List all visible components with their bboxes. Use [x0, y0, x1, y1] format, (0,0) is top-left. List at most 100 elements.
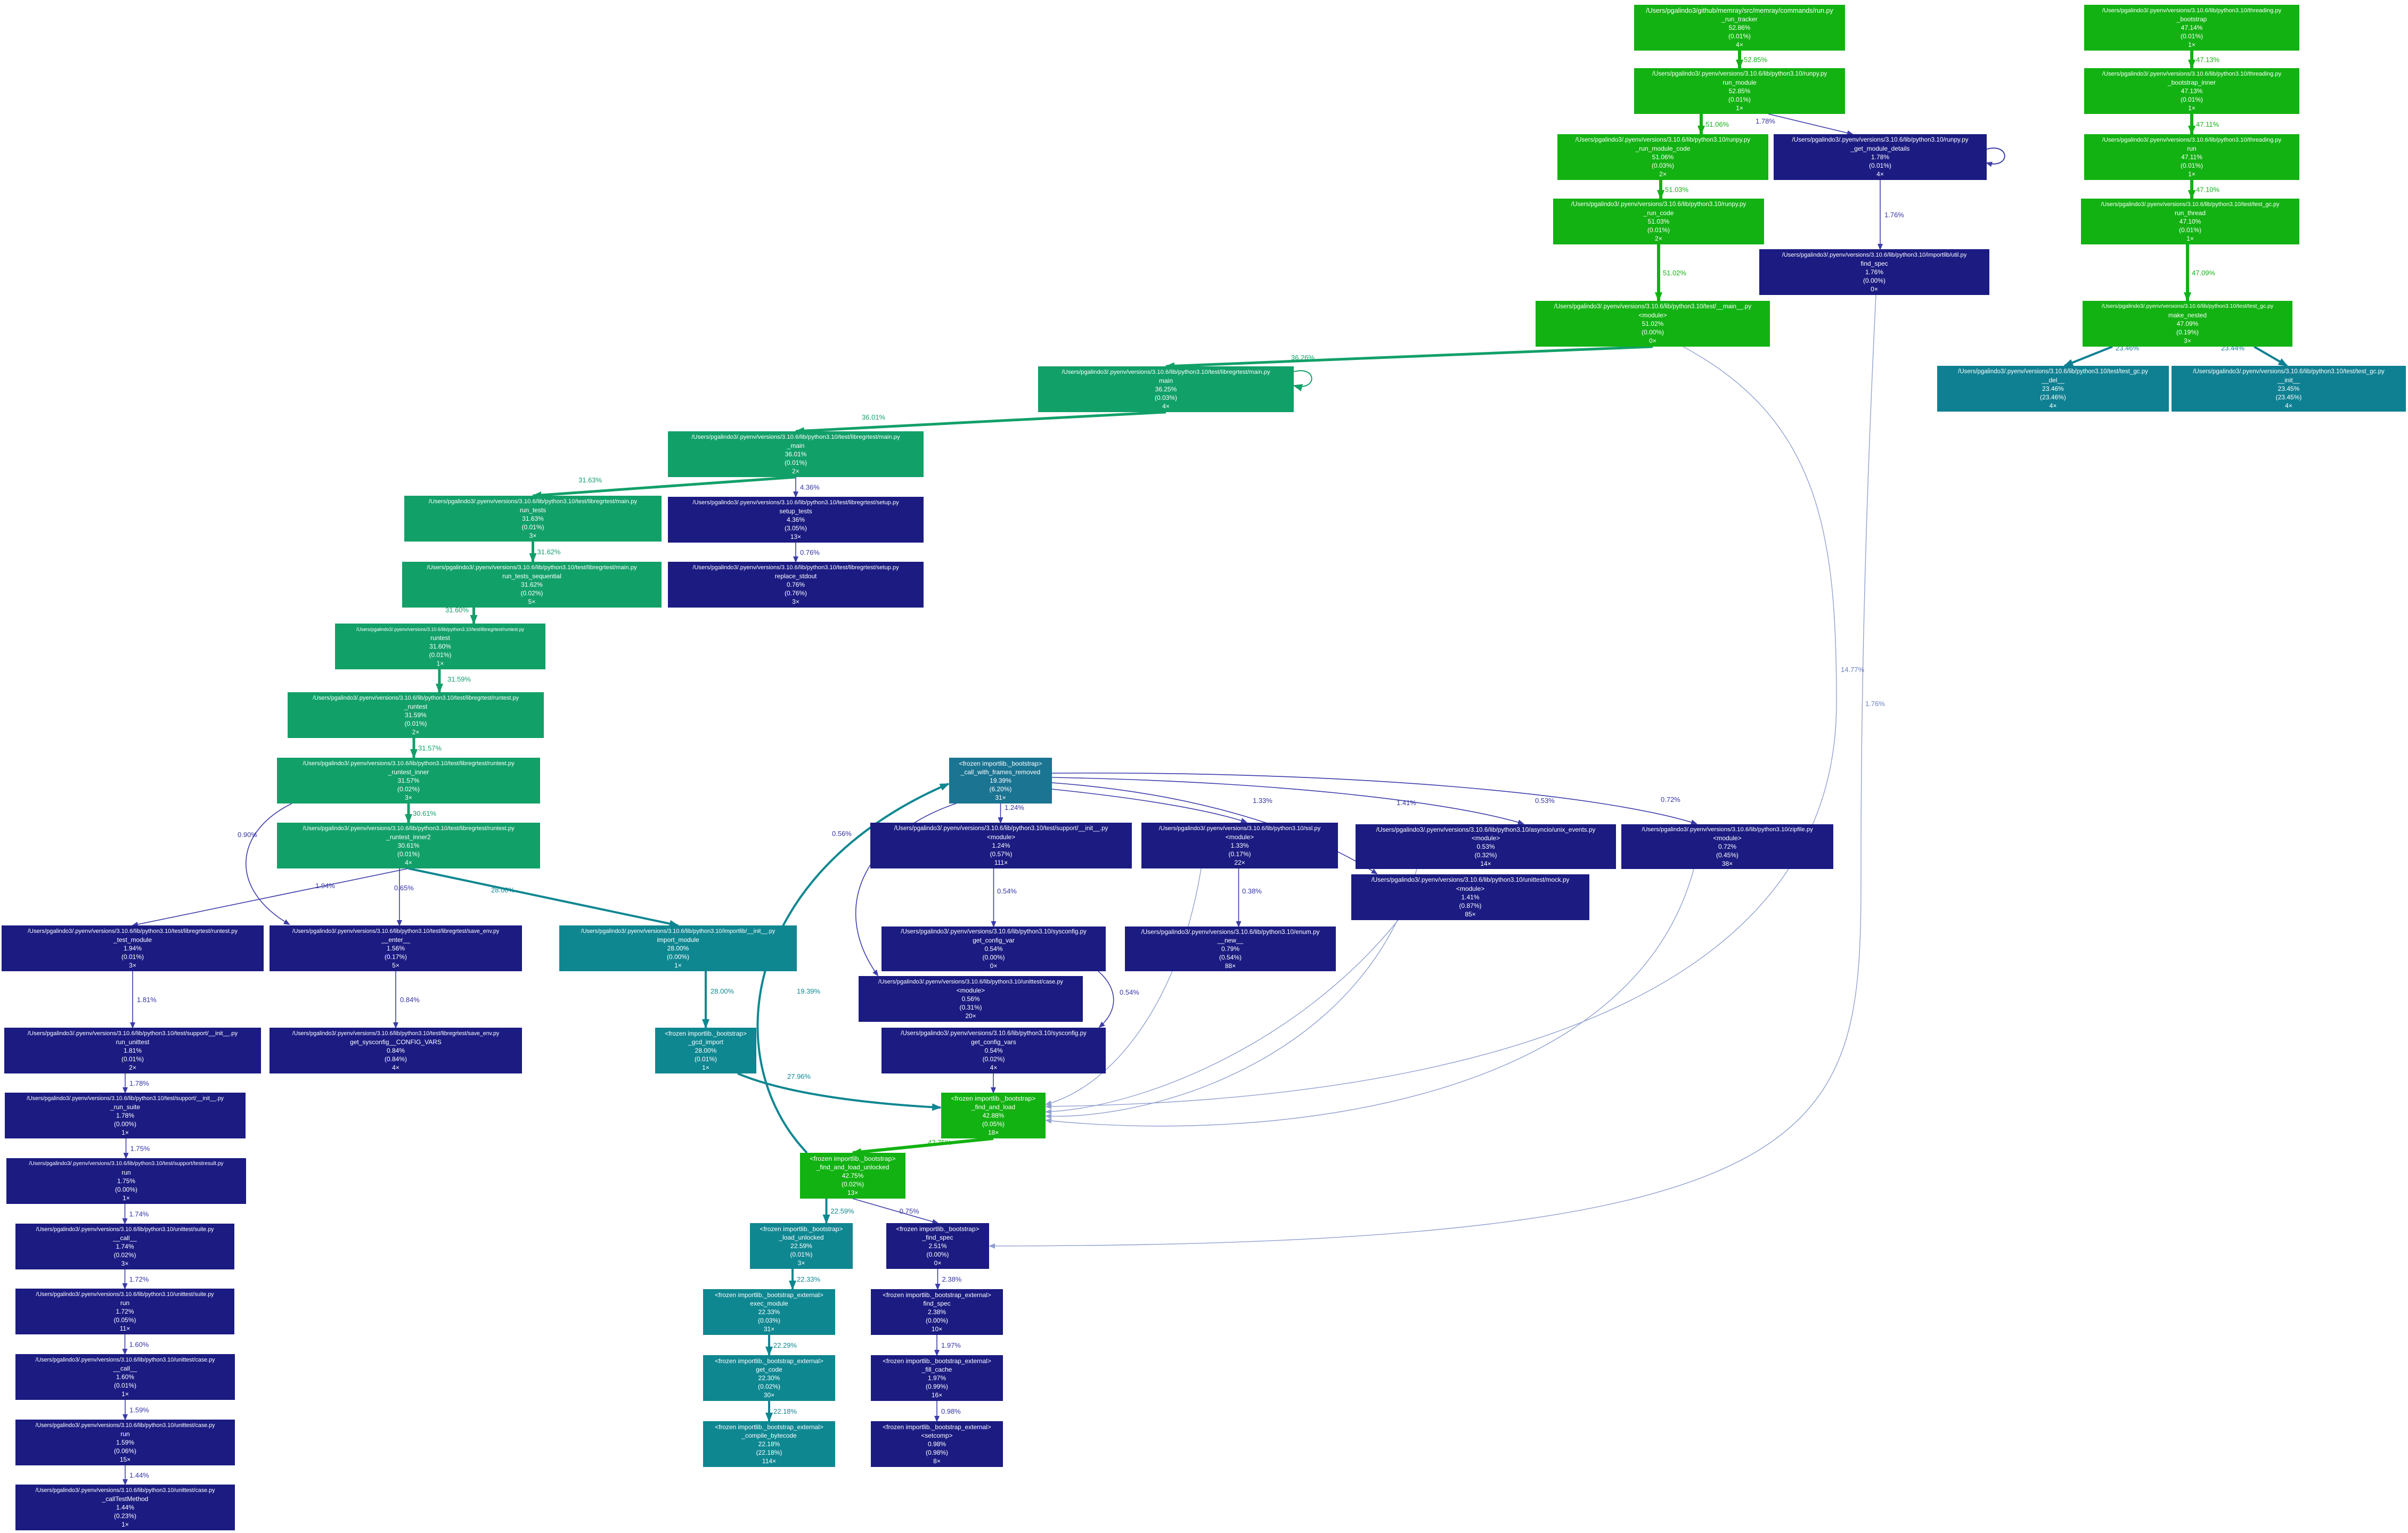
node-calls: 88×	[1225, 962, 1236, 970]
node-total: 19.39%	[990, 777, 1011, 784]
graph-node-run[interactable]: /Users/pgalindo3/.pyenv/versions/3.10.6/…	[15, 1289, 234, 1334]
node-calls: 14×	[1480, 860, 1491, 867]
graph-node-fill-cache[interactable]: <frozen importlib._bootstrap_external>_f…	[871, 1355, 1003, 1401]
node-self: (0.00%)	[1641, 329, 1664, 336]
graph-node-run-code[interactable]: /Users/pgalindo3/.pyenv/versions/3.10.6/…	[1553, 199, 1764, 244]
graph-node-get-config-vars[interactable]: /Users/pgalindo3/.pyenv/versions/3.10.6/…	[881, 1028, 1106, 1073]
node-total: 52.85%	[1728, 87, 1751, 95]
graph-node-get-sysconfig-config-vars[interactable]: /Users/pgalindo3/.pyenv/versions/3.10.6/…	[270, 1028, 522, 1073]
graph-node-gcd-import[interactable]: <frozen importlib._bootstrap>_gcd_import…	[655, 1028, 756, 1073]
node-func: _bootstrap	[2176, 15, 2207, 23]
node-self: (0.87%)	[1459, 902, 1482, 909]
graph-node-bootstrap[interactable]: /Users/pgalindo3/.pyenv/versions/3.10.6/…	[2084, 5, 2299, 51]
node-self: (0.01%)	[694, 1055, 717, 1063]
node-calls: 3×	[529, 532, 537, 539]
graph-node-runtest[interactable]: /Users/pgalindo3/.pyenv/versions/3.10.6/…	[335, 624, 545, 669]
node-calls: 111×	[994, 859, 1008, 866]
graph-node-runtest-inner2[interactable]: /Users/pgalindo3/.pyenv/versions/3.10.6/…	[277, 823, 540, 868]
graph-node-load-unlocked[interactable]: <frozen importlib._bootstrap>_load_unloc…	[750, 1223, 853, 1269]
graph-node-module[interactable]: /Users/pgalindo3/.pyenv/versions/3.10.6/…	[1536, 301, 1770, 347]
graph-node-new[interactable]: /Users/pgalindo3/.pyenv/versions/3.10.6/…	[1125, 927, 1336, 971]
node-func: <module>	[1471, 834, 1500, 842]
node-path: /Users/pgalindo3/.pyenv/versions/3.10.6/…	[901, 1030, 1087, 1037]
node-func: _get_module_details	[1850, 145, 1910, 152]
graph-node-module[interactable]: /Users/pgalindo3/.pyenv/versions/3.10.6/…	[859, 976, 1083, 1022]
graph-node-get-module-details[interactable]: /Users/pgalindo3/.pyenv/versions/3.10.6/…	[1774, 134, 1987, 180]
graph-node-compile-bytecode[interactable]: <frozen importlib._bootstrap_external>_c…	[703, 1421, 835, 1467]
graph-node-main[interactable]: /Users/pgalindo3/.pyenv/versions/3.10.6/…	[1038, 366, 1294, 412]
graph-node-setcomp[interactable]: <frozen importlib._bootstrap_external><s…	[871, 1421, 1003, 1467]
graph-node-run-unittest[interactable]: /Users/pgalindo3/.pyenv/versions/3.10.6/…	[4, 1028, 261, 1073]
graph-node-runtest-inner[interactable]: /Users/pgalindo3/.pyenv/versions/3.10.6/…	[277, 758, 540, 804]
graph-node-module[interactable]: /Users/pgalindo3/.pyenv/versions/3.10.6/…	[1141, 823, 1338, 868]
node-total: 0.72%	[1718, 843, 1737, 850]
node-calls: 114×	[762, 1457, 777, 1465]
graph-node-module[interactable]: /Users/pgalindo3/.pyenv/versions/3.10.6/…	[1356, 824, 1616, 869]
edge-label: 42.75%	[928, 1138, 952, 1146]
graph-node-get-code[interactable]: <frozen importlib._bootstrap_external>ge…	[703, 1355, 835, 1401]
graph-node-run-thread[interactable]: /Users/pgalindo3/.pyenv/versions/3.10.6/…	[2081, 199, 2299, 244]
graph-node-run-tests-sequential[interactable]: /Users/pgalindo3/.pyenv/versions/3.10.6/…	[402, 562, 662, 608]
graph-node-calltestmethod[interactable]: /Users/pgalindo3/.pyenv/versions/3.10.6/…	[15, 1485, 235, 1530]
node-total: 51.06%	[1652, 153, 1674, 161]
graph-node-run-tracker[interactable]: /Users/pgalindo3/github/memray/src/memra…	[1634, 5, 1845, 51]
node-path: /Users/pgalindo3/.pyenv/versions/3.10.6/…	[1652, 70, 1827, 77]
graph-node-module[interactable]: /Users/pgalindo3/.pyenv/versions/3.10.6/…	[1351, 874, 1589, 920]
node-self: (0.57%)	[990, 850, 1013, 858]
graph-node-exec-module[interactable]: <frozen importlib._bootstrap_external>ex…	[703, 1289, 835, 1335]
graph-node-run[interactable]: /Users/pgalindo3/.pyenv/versions/3.10.6/…	[6, 1158, 246, 1204]
node-path: /Users/pgalindo3/.pyenv/versions/3.10.6/…	[29, 1161, 224, 1167]
edge-label: 1.74%	[129, 1210, 149, 1218]
graph-node-run-module[interactable]: /Users/pgalindo3/.pyenv/versions/3.10.6/…	[1634, 68, 1845, 114]
graph-node-main[interactable]: /Users/pgalindo3/.pyenv/versions/3.10.6/…	[668, 431, 924, 477]
call-edge-n31-n33	[1051, 789, 1247, 823]
node-total: 4.36%	[786, 516, 805, 523]
graph-node-call[interactable]: /Users/pgalindo3/.pyenv/versions/3.10.6/…	[15, 1224, 234, 1269]
graph-node-make-nested[interactable]: /Users/pgalindo3/.pyenv/versions/3.10.6/…	[2083, 301, 2292, 347]
node-total: 0.84%	[386, 1047, 405, 1054]
call-edge-n9-n12	[532, 476, 796, 499]
node-total: 47.11%	[2181, 153, 2202, 161]
node-self: (0.23%)	[113, 1512, 137, 1520]
node-calls: 4×	[1162, 403, 1170, 410]
node-self: (0.00%)	[1863, 277, 1886, 284]
graph-node-run-tests[interactable]: /Users/pgalindo3/.pyenv/versions/3.10.6/…	[404, 496, 662, 542]
graph-node-bootstrap-inner[interactable]: /Users/pgalindo3/.pyenv/versions/3.10.6/…	[2084, 68, 2299, 114]
graph-node-import-module[interactable]: /Users/pgalindo3/.pyenv/versions/3.10.6/…	[559, 925, 797, 971]
node-total: 1.75%	[117, 1177, 136, 1185]
graph-node-run[interactable]: /Users/pgalindo3/.pyenv/versions/3.10.6/…	[15, 1420, 235, 1465]
graph-node-run[interactable]: /Users/pgalindo3/.pyenv/versions/3.10.6/…	[2084, 134, 2299, 180]
node-self: (0.19%)	[2176, 329, 2199, 336]
node-self: (0.99%)	[925, 1383, 949, 1390]
graph-node-call[interactable]: /Users/pgalindo3/.pyenv/versions/3.10.6/…	[15, 1354, 235, 1400]
node-total: 1.44%	[116, 1504, 135, 1511]
graph-node-setup-tests[interactable]: /Users/pgalindo3/.pyenv/versions/3.10.6/…	[668, 497, 924, 543]
graph-node-del[interactable]: /Users/pgalindo3/.pyenv/versions/3.10.6/…	[1937, 366, 2169, 412]
graph-node-find-spec[interactable]: <frozen importlib._bootstrap_external>fi…	[871, 1289, 1003, 1335]
graph-node-call-with-frames-removed[interactable]: <frozen importlib._bootstrap>_call_with_…	[949, 758, 1052, 804]
graph-node-find-and-load[interactable]: <frozen importlib._bootstrap>_find_and_l…	[941, 1093, 1046, 1138]
graph-node-init[interactable]: /Users/pgalindo3/.pyenv/versions/3.10.6/…	[2172, 366, 2406, 412]
graph-node-test-module[interactable]: /Users/pgalindo3/.pyenv/versions/3.10.6/…	[2, 925, 264, 971]
graph-node-run-module-code[interactable]: /Users/pgalindo3/.pyenv/versions/3.10.6/…	[1557, 134, 1768, 180]
graph-node-runtest[interactable]: /Users/pgalindo3/.pyenv/versions/3.10.6/…	[288, 692, 544, 738]
graph-node-get-config-var[interactable]: /Users/pgalindo3/.pyenv/versions/3.10.6/…	[881, 927, 1106, 971]
graph-node-enter[interactable]: /Users/pgalindo3/.pyenv/versions/3.10.6/…	[270, 925, 522, 971]
graph-node-run-suite[interactable]: /Users/pgalindo3/.pyenv/versions/3.10.6/…	[5, 1093, 246, 1138]
call-edge-n31-n36	[1051, 782, 1378, 875]
call-edge-n41-n42	[852, 1137, 994, 1156]
edge-label: 47.09%	[2192, 269, 2216, 277]
node-total: 1.41%	[1461, 893, 1480, 901]
node-path: /Users/pgalindo3/.pyenv/versions/3.10.6/…	[1782, 252, 1967, 258]
edge-label: 1.76%	[1865, 700, 1885, 708]
graph-node-find-spec[interactable]: /Users/pgalindo3/.pyenv/versions/3.10.6/…	[1759, 249, 1989, 295]
graph-node-module[interactable]: /Users/pgalindo3/.pyenv/versions/3.10.6/…	[870, 823, 1132, 868]
graph-node-module[interactable]: /Users/pgalindo3/.pyenv/versions/3.10.6/…	[1621, 824, 1833, 869]
node-self: (0.06%)	[113, 1447, 137, 1455]
node-total: 1.60%	[116, 1373, 135, 1381]
graph-node-find-and-load-unlocked[interactable]: <frozen importlib._bootstrap>_find_and_l…	[800, 1153, 905, 1199]
node-calls: 0×	[990, 962, 998, 970]
graph-node-replace-stdout[interactable]: /Users/pgalindo3/.pyenv/versions/3.10.6/…	[668, 562, 924, 608]
